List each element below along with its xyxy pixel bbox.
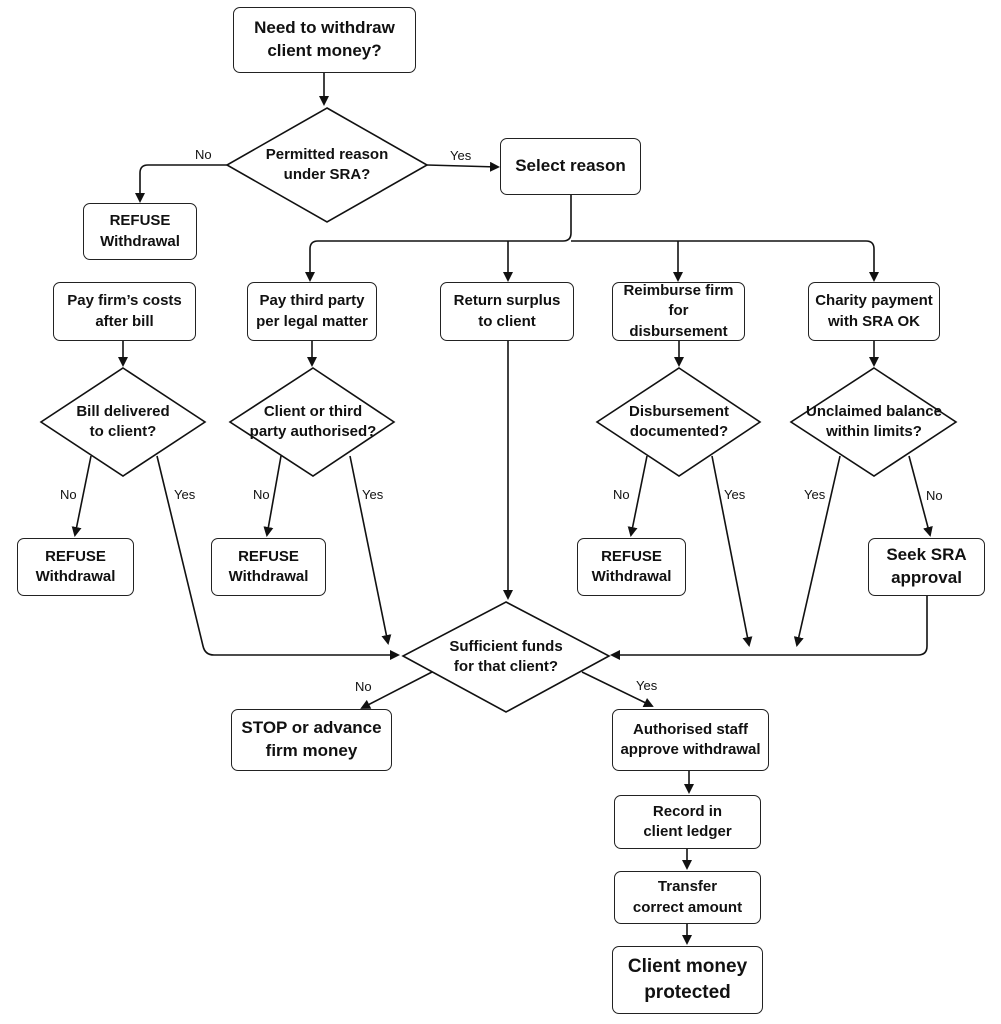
label-disb-yes: Yes xyxy=(724,487,746,502)
label-funds-no: No xyxy=(355,679,372,694)
node-protected: Client money protected xyxy=(612,946,763,1014)
label-funds-yes: Yes xyxy=(636,678,658,693)
label-bill-no: No xyxy=(60,487,77,502)
diamond-disb-documented xyxy=(595,367,762,477)
node-charity: Charity payment with SRA OK xyxy=(808,282,940,341)
diamond-client-auth xyxy=(228,367,396,477)
decision-permitted: Permitted reason under SRA? xyxy=(265,145,389,183)
edge-disb-no xyxy=(627,455,648,537)
diamond-bill-delivered xyxy=(39,367,207,477)
node-staff-approve: Authorised staff approve withdrawal xyxy=(612,709,769,771)
node-pay-costs: Pay firm’s costs after bill xyxy=(53,282,196,341)
edge-bill-yes xyxy=(156,455,400,660)
decision-sufficient: Sufficient funds for that client? xyxy=(449,637,563,675)
edge-auth-no xyxy=(263,455,282,537)
node-refuse-2: REFUSE Withdrawal xyxy=(211,538,326,596)
node-start: Need to withdraw client money? xyxy=(233,7,416,73)
node-seek-sra: Seek SRA approval xyxy=(868,538,985,596)
node-return-surplus: Return surplus to client xyxy=(440,282,574,341)
label-unclaimed-yes: Yes xyxy=(804,487,826,502)
node-stop: STOP or advance firm money xyxy=(231,709,392,771)
label-disb-no: No xyxy=(613,487,630,502)
node-refuse-3: REFUSE Withdrawal xyxy=(577,538,686,596)
edge-funds-yes xyxy=(581,671,654,708)
node-record: Record in client ledger xyxy=(614,795,761,849)
diamond-unclaimed xyxy=(789,367,958,477)
label-auth-no: No xyxy=(253,487,270,502)
node-reimburse: Reimburse firm for disbursement xyxy=(612,282,745,341)
edge-seek-sufficient xyxy=(610,596,928,660)
decision-unclaimed: Unclaimed balance within limits? xyxy=(806,402,942,440)
edge-select-branch xyxy=(305,195,572,282)
diamond-permitted xyxy=(225,107,429,223)
node-transfer: Transfer correct amount xyxy=(614,871,761,924)
edge-unclaimed-no xyxy=(908,455,933,537)
node-pay-third: Pay third party per legal matter xyxy=(247,282,377,341)
edge-auth-yes xyxy=(349,455,392,645)
label-auth-yes: Yes xyxy=(362,487,384,502)
decision-disb-documented: Disbursement documented? xyxy=(628,402,730,440)
edge-funds-no xyxy=(360,671,433,709)
edge-permitted-no xyxy=(135,164,227,203)
edge-permitted-yes xyxy=(426,161,500,172)
edge-bill-no xyxy=(71,455,92,537)
decision-bill-delivered: Bill delivered to client? xyxy=(76,402,170,440)
edge-disb-yes xyxy=(711,455,753,647)
edge-unclaimed-yes xyxy=(793,455,841,647)
diamond-sufficient xyxy=(401,601,611,713)
decision-client-auth: Client or third party authorised? xyxy=(249,402,377,440)
node-refuse-1: REFUSE Withdrawal xyxy=(17,538,134,596)
label-unclaimed-no: No xyxy=(926,488,943,503)
edge-branch-charity xyxy=(571,240,879,282)
node-select-reason: Select reason xyxy=(500,138,641,195)
node-refuse-top: REFUSE Withdrawal xyxy=(83,203,197,260)
label-bill-yes: Yes xyxy=(174,487,196,502)
label-permitted-yes: Yes xyxy=(450,148,472,163)
label-permitted-no: No xyxy=(195,147,212,162)
